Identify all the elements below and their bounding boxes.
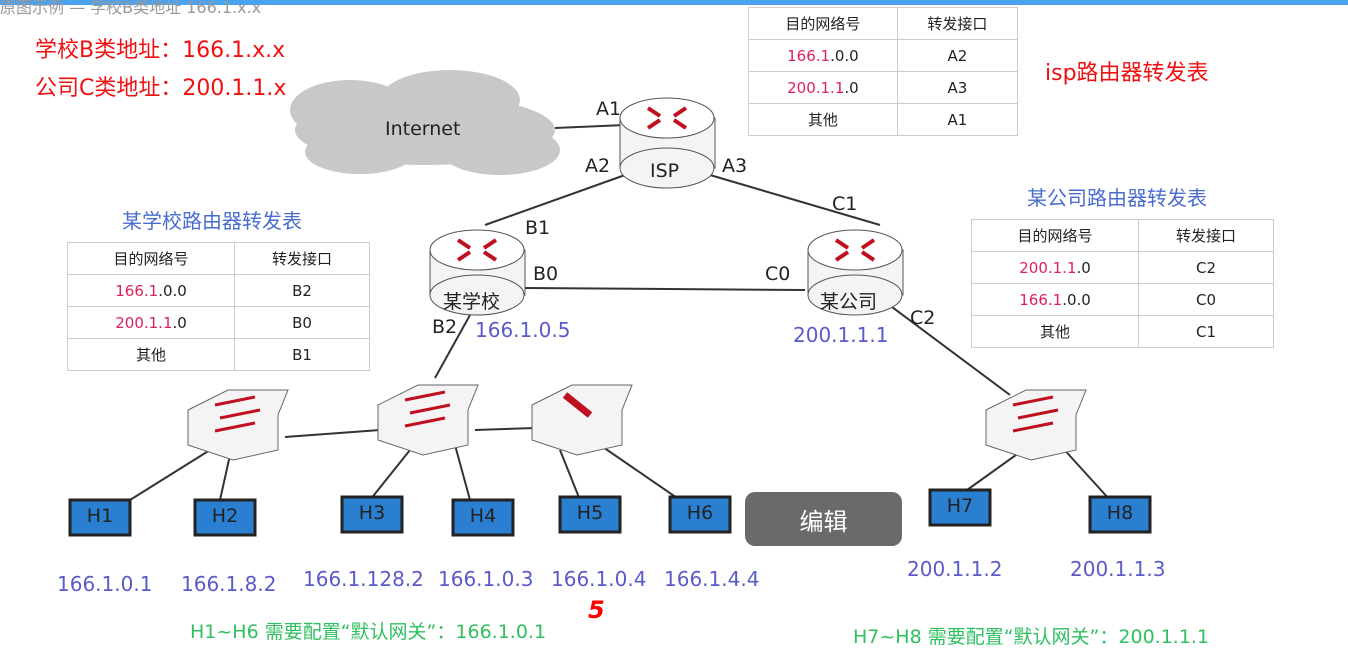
port-c0: C0 [765, 263, 791, 285]
school-gateway-note: H1~H6 需要配置“默认网关”：166.1.0.1 [190, 621, 547, 643]
host-label: H6 [686, 502, 714, 524]
header-dest: 目的网络号 [748, 7, 898, 40]
host-icons [68, 488, 1152, 537]
company-router-label: 某公司 [820, 291, 878, 313]
port-a3: A3 [722, 155, 748, 177]
host-label: H8 [1106, 502, 1134, 524]
port-c1: C1 [832, 193, 858, 215]
internet-cloud [290, 70, 560, 175]
host-ip: 166.1.0.3 [438, 567, 534, 591]
isp-router-label: ISP [650, 160, 680, 182]
edit-button[interactable]: 编辑 [745, 492, 902, 546]
top-bar [0, 0, 1348, 5]
internet-label: Internet [385, 118, 461, 140]
host-ip: 166.1.0.4 [551, 567, 647, 591]
host-ip: 166.1.0.1 [57, 572, 153, 596]
cut-off-header: 原图示例 — 学校B类地址 166.1.x.x [0, 0, 262, 17]
school-router-ip: 166.1.0.5 [475, 318, 571, 342]
company-address-note: 公司C类地址：200.1.1.x [35, 76, 287, 101]
host-label: H7 [946, 495, 974, 517]
switch-icons [187, 384, 1087, 461]
school-router-icon [429, 229, 526, 316]
host-label: H5 [576, 502, 604, 524]
header-iface: 转发接口 [896, 7, 1019, 40]
host-label: H3 [358, 502, 386, 524]
company-table-title: 某公司路由器转发表 [1027, 186, 1207, 210]
port-b2: B2 [432, 316, 458, 338]
company-router-icon [807, 229, 904, 316]
isp-table-title: isp路由器转发表 [1045, 61, 1209, 86]
host-ip: 166.1.8.2 [181, 572, 277, 596]
host-ip: 166.1.4.4 [664, 567, 760, 591]
isp-router-icon [619, 97, 716, 189]
company-gateway-note: H7~H8 需要配置“默认网关”：200.1.1.1 [853, 626, 1210, 648]
school-address-note: 学校B类地址：166.1.x.x [35, 38, 286, 63]
port-b1: B1 [525, 217, 551, 239]
port-b0: B0 [533, 263, 559, 285]
school-table-title: 某学校路由器转发表 [122, 209, 302, 233]
handwritten-annotation: 5 [588, 596, 605, 624]
company-router-ip: 200.1.1.1 [793, 323, 889, 347]
port-a2: A2 [585, 155, 611, 177]
port-a1: A1 [596, 98, 622, 120]
host-ip: 200.1.1.3 [1070, 557, 1166, 581]
port-c2: C2 [910, 307, 936, 329]
host-label: H2 [211, 505, 239, 527]
school-router-label: 某学校 [443, 291, 501, 313]
host-label: H4 [469, 505, 497, 527]
host-label: H1 [86, 505, 114, 527]
host-ip: 200.1.1.2 [907, 557, 1003, 581]
host-ip: 166.1.128.2 [303, 567, 424, 591]
